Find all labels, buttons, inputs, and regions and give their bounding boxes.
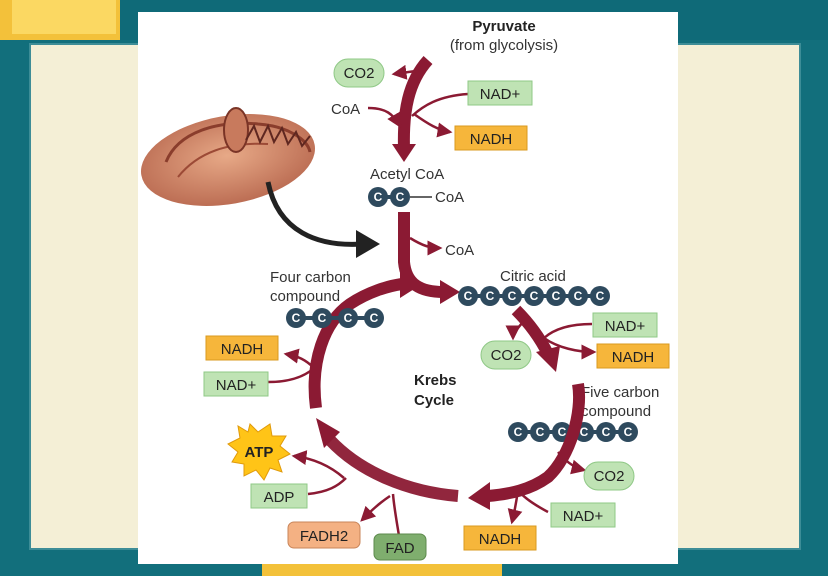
co2-out-arrow-2 <box>505 321 524 341</box>
bottom-to-left-arrow <box>325 435 459 502</box>
atp-out-arrow <box>291 450 345 479</box>
pyruvate-arrowhead <box>392 144 416 162</box>
pyruvate-arrow <box>397 55 433 149</box>
adp-box: ADP <box>250 483 308 509</box>
svg-text:C: C <box>370 311 379 325</box>
svg-text:C: C <box>508 289 517 303</box>
nadh-out-arrow-2 <box>543 336 597 360</box>
pyruvate-subtitle: (from glycolysis) <box>450 37 558 54</box>
nadh-box-2: NADH <box>596 343 670 369</box>
co2-box-2: CO2 <box>480 340 532 370</box>
nad-in-arrow-2 <box>543 322 593 339</box>
svg-text:NAD+: NAD+ <box>563 508 604 525</box>
svg-text:NAD+: NAD+ <box>216 377 257 394</box>
nadh-out-arrow-3 <box>507 489 523 525</box>
location-arrowhead <box>356 230 380 258</box>
co2-box: CO2 <box>333 58 385 88</box>
citric-to-five-carbon-arrowhead <box>536 346 560 372</box>
bottom-to-left-arrowhead <box>316 418 340 448</box>
acetyl-to-citric-arrowhead <box>440 280 460 304</box>
svg-text:CO2: CO2 <box>344 65 375 82</box>
fadh2-box: FADH2 <box>287 521 361 549</box>
nad-box-2: NAD+ <box>592 312 658 338</box>
five-to-four-arrow <box>487 382 585 502</box>
nadh-out-arrow-4 <box>283 348 315 369</box>
svg-text:C: C <box>374 190 383 204</box>
svg-text:C: C <box>396 190 405 204</box>
svg-text:C: C <box>580 425 589 439</box>
nad-in-arrow-3 <box>516 489 549 514</box>
left-to-top-arrowhead <box>400 270 422 298</box>
svg-text:C: C <box>530 289 539 303</box>
co2-box-3: CO2 <box>583 461 635 491</box>
svg-text:C: C <box>624 425 633 439</box>
svg-text:C: C <box>464 289 473 303</box>
svg-text:NAD+: NAD+ <box>480 86 521 103</box>
svg-text:NADH: NADH <box>612 349 655 366</box>
svg-text:CO2: CO2 <box>594 468 625 485</box>
citric-carbon-chain: C C C C C C C <box>458 286 610 306</box>
five-carbon-label-line1: Five carbon <box>581 384 659 401</box>
five-carbon-chain: C C C C C C <box>508 422 638 442</box>
coa-out-arrow <box>409 236 443 256</box>
nad-box-4: NAD+ <box>203 371 269 397</box>
five-to-four-arrowhead <box>468 482 490 510</box>
nadh-box-3: NADH <box>463 525 537 551</box>
nadh-out-arrow <box>413 112 453 138</box>
coa-in-label: CoA <box>331 101 360 118</box>
coa-attached-label: CoA <box>435 189 464 206</box>
diagram-panel: Pyruvate (from glycolysis) CO2 CoA NAD+ … <box>138 12 678 564</box>
nadh-box-4: NADH <box>205 335 279 361</box>
svg-text:C: C <box>558 425 567 439</box>
svg-text:C: C <box>514 425 523 439</box>
svg-text:NADH: NADH <box>479 531 522 548</box>
nad-in-arrow-4 <box>267 367 315 384</box>
acetyl-coa-label: Acetyl CoA <box>370 166 444 183</box>
coa-in-arrow <box>367 106 402 129</box>
adp-in-arrow <box>307 477 347 496</box>
nad-in-arrow <box>411 92 469 117</box>
mitochondrion-illustration <box>141 107 315 206</box>
co2-out-arrow-3 <box>557 451 587 475</box>
four-carbon-label-line2: compound <box>270 288 340 305</box>
svg-text:C: C <box>318 311 327 325</box>
co2-out-arrow <box>391 64 424 80</box>
svg-text:FADH2: FADH2 <box>300 528 348 545</box>
left-to-top-arrow <box>308 278 403 409</box>
krebs-cycle-label-line2: Cycle <box>414 392 454 409</box>
svg-text:C: C <box>602 425 611 439</box>
acetyl-carbon-chain: C C <box>368 187 432 207</box>
four-carbon-chain: C C C C <box>286 308 384 328</box>
nadh-box: NADH <box>454 125 528 151</box>
four-carbon-label-line1: Four carbon <box>270 269 351 286</box>
fadh2-out-arrow <box>360 494 391 522</box>
svg-text:C: C <box>596 289 605 303</box>
svg-text:CO2: CO2 <box>491 347 522 364</box>
location-arrow <box>265 181 364 247</box>
pyruvate-title: Pyruvate <box>472 18 535 35</box>
coa-out-label: CoA <box>445 242 474 259</box>
svg-text:NADH: NADH <box>470 131 513 148</box>
svg-text:C: C <box>344 311 353 325</box>
svg-text:C: C <box>552 289 561 303</box>
svg-text:NAD+: NAD+ <box>605 318 646 335</box>
krebs-cycle-label-line1: Krebs <box>414 372 457 389</box>
svg-text:ADP: ADP <box>264 489 295 506</box>
five-carbon-label-line2: compound <box>581 403 651 420</box>
svg-text:C: C <box>536 425 545 439</box>
svg-text:C: C <box>292 311 301 325</box>
svg-text:C: C <box>486 289 495 303</box>
svg-text:C: C <box>574 289 583 303</box>
fad-box: FAD <box>373 533 427 561</box>
krebs-cycle-diagram: Pyruvate (from glycolysis) CO2 CoA NAD+ … <box>141 18 670 561</box>
svg-text:FAD: FAD <box>385 540 414 557</box>
atp-burst: ATP <box>227 423 291 481</box>
citric-acid-label: Citric acid <box>500 268 566 285</box>
svg-text:ATP: ATP <box>245 444 274 461</box>
svg-text:NADH: NADH <box>221 341 264 358</box>
nad-box-3: NAD+ <box>550 502 616 528</box>
nad-box: NAD+ <box>467 80 533 106</box>
